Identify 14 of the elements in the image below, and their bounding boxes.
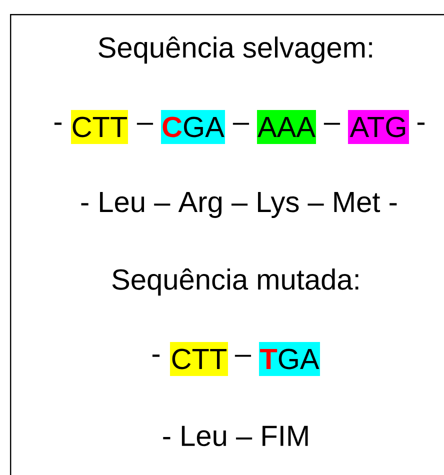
amino-acid-sequence: - Leu – Arg – Lys – Met - [81,192,397,218]
separator-dash: – [234,354,252,357]
highlighted-codon: CTT [170,342,228,376]
separator-dash: – [232,122,250,125]
amino-acid-sequence: - Leu – FIM [163,426,308,446]
highlighted-codon: CTT [71,110,128,144]
highlighted-codon: CGA [161,110,225,144]
separator-dash: – [324,122,340,125]
highlighted-codon: TGA [259,342,320,376]
heading: Sequência selvagem: [98,36,372,64]
heading: Sequência mutada: [112,268,358,296]
highlighted-codon: AAA [257,110,316,144]
highlighted-codon: ATG [348,110,409,144]
separator-dash: – [136,122,154,125]
